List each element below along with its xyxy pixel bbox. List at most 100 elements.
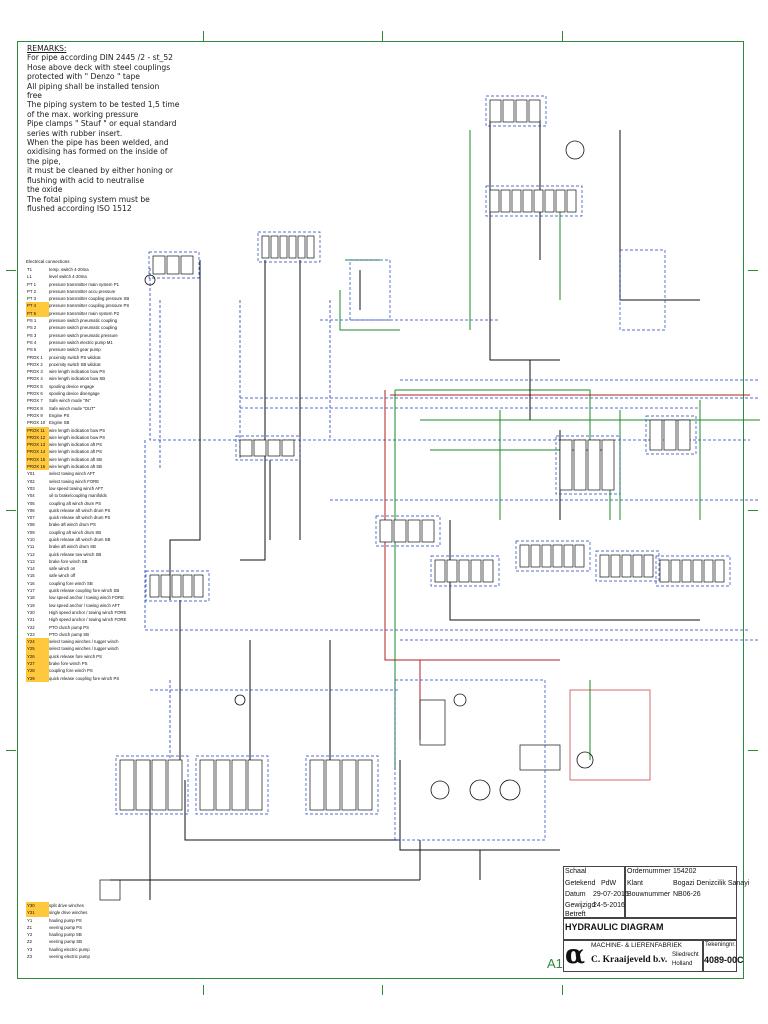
left-valve-bank-section xyxy=(193,574,204,598)
tank-symbol xyxy=(419,699,446,746)
winch-drive-block-section xyxy=(522,189,533,213)
hauling-pump-sb-group-outline xyxy=(195,755,269,815)
legend-description: veering pump PS xyxy=(49,924,82,930)
pump-motor-symbol xyxy=(576,751,594,769)
remark-line: protected with " Denzo " tape xyxy=(27,72,140,82)
legend-code: PT 4 xyxy=(26,302,49,310)
remark-line: the pipe, xyxy=(27,156,61,166)
gauge-symbol xyxy=(234,694,246,706)
company-line: MACHINE- & LIERENFABRIEK xyxy=(591,942,683,949)
winch-drive-block-section xyxy=(555,189,566,213)
legend-code: PROX 2 xyxy=(27,361,43,367)
legend-description: select towing winches / tugger winch xyxy=(49,646,119,652)
frame-zone-tick xyxy=(748,270,758,271)
remark-line: of the max. working pressure xyxy=(27,109,139,119)
winch-drive-block-section xyxy=(544,189,555,213)
electric-pump-group-section xyxy=(309,759,325,811)
select-manifold-section xyxy=(559,439,573,491)
right-valve-bank-2-section xyxy=(621,554,632,578)
legend-description: spooling device engage xyxy=(49,383,95,389)
power-pack-frame xyxy=(394,679,546,841)
legend-code: Y14 xyxy=(27,566,35,572)
legend-description: quick release coupling fore winch SB xyxy=(49,588,120,594)
remark-line: flushed according ISO 1512 xyxy=(27,203,132,213)
legend-description: wire length indication bow PS xyxy=(49,369,106,375)
legend-description: quick release aft winch drum PS xyxy=(49,507,111,513)
legend-description: low speed anchor / towing winch FORE xyxy=(49,595,124,601)
legend-code: PROX 9 xyxy=(27,412,43,418)
legend-code: PROX 6 xyxy=(27,391,43,397)
legend-description: pressure switch gear pump xyxy=(49,347,101,353)
legend-code: Y13 xyxy=(27,558,35,564)
legend-code: PS 2 xyxy=(27,325,37,331)
legend-code: Y20 xyxy=(27,609,35,615)
top-right-block-section xyxy=(489,99,502,123)
legend-description: pressure transmitter accu pressure xyxy=(49,288,116,294)
legend-code: PROX 10 xyxy=(27,420,46,426)
legend-code: PS 1 xyxy=(27,318,37,324)
winch-drive-block-outline xyxy=(485,185,583,217)
legend-description: pressure transmitter coupling pressure S… xyxy=(49,296,130,302)
schaal-label: Schaal xyxy=(565,868,587,875)
legend-code: Y15 xyxy=(27,573,35,579)
legend-code: PROX 5 xyxy=(27,383,43,389)
legend-code: PROX 13 xyxy=(26,441,49,449)
electric-pump-group-section xyxy=(325,759,341,811)
legend-code: Y2 xyxy=(27,932,33,938)
legend-code: Y03 xyxy=(27,485,35,491)
remark-line: series with rubber insert. xyxy=(27,128,123,138)
legend-description: temp. switch 4-20ma xyxy=(49,267,89,272)
upper-center-block-section xyxy=(279,235,288,259)
order-label: Ordernummer xyxy=(627,868,671,875)
legend-code: PS 5 xyxy=(27,347,37,353)
datum-value: 29-07-2015 xyxy=(593,891,629,898)
bouw-label: Bouwnummer xyxy=(627,891,671,898)
mid-left-manifold-section xyxy=(267,439,281,457)
electric-pump-group-section xyxy=(341,759,357,811)
legend-description: pressure switch electric pump M1 xyxy=(49,339,113,345)
right-valve-bank-3-section xyxy=(681,559,692,583)
gauge-symbol xyxy=(144,274,156,286)
legend-code: PROX 1 xyxy=(27,354,43,360)
hauling-pump-sb-group-section xyxy=(247,759,263,811)
return-upper xyxy=(339,130,561,331)
legend-description: coupling fore winch SB xyxy=(49,580,93,586)
legend-description: oil to brake/coupling manifolds xyxy=(49,493,107,499)
legend-code: Y1 xyxy=(27,917,33,923)
frame-zone-tick xyxy=(562,31,563,41)
winch-drive-block-section xyxy=(511,189,522,213)
winch-drive-block-section xyxy=(489,189,500,213)
legend-description: quick release fore winch PS xyxy=(49,653,103,659)
upper-center-block-section xyxy=(297,235,306,259)
legend-code: Y26 xyxy=(26,652,49,661)
legend-code: Y30 xyxy=(26,902,49,910)
frame-zone-tick xyxy=(382,31,383,41)
right-valve-bank-2-outline xyxy=(595,550,660,582)
heat-exchanger-symbol xyxy=(519,744,561,771)
upper-center-block-section xyxy=(261,235,270,259)
legend-description: split drive winches xyxy=(49,903,84,908)
gewijzigd-label: Gewijzigd xyxy=(565,902,596,909)
